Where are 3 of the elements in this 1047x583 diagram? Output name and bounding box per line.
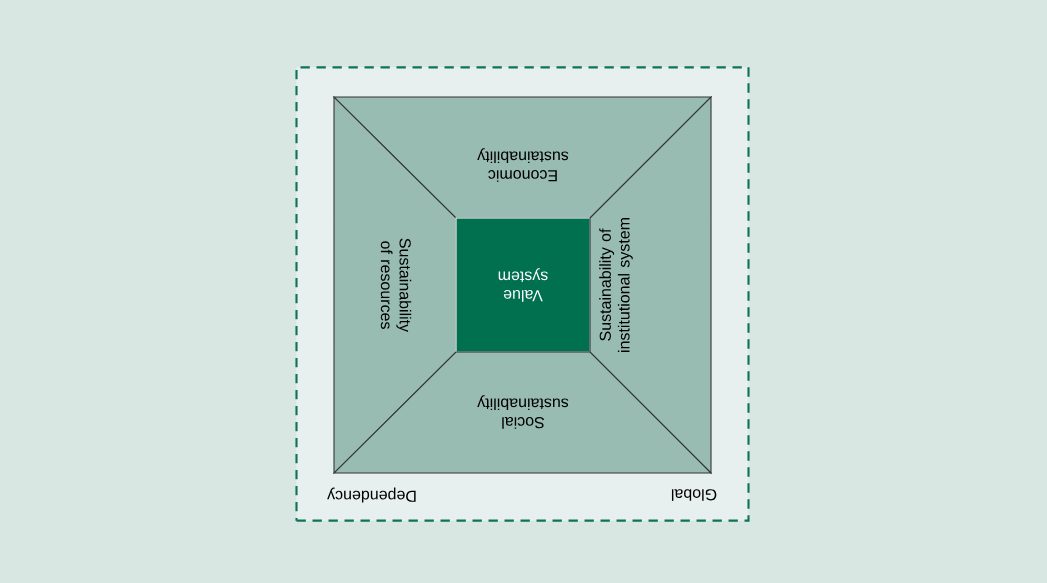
corner-label: Dependency <box>327 487 416 503</box>
value-square: Value system <box>455 217 591 353</box>
corner-label: Global <box>671 489 717 501</box>
